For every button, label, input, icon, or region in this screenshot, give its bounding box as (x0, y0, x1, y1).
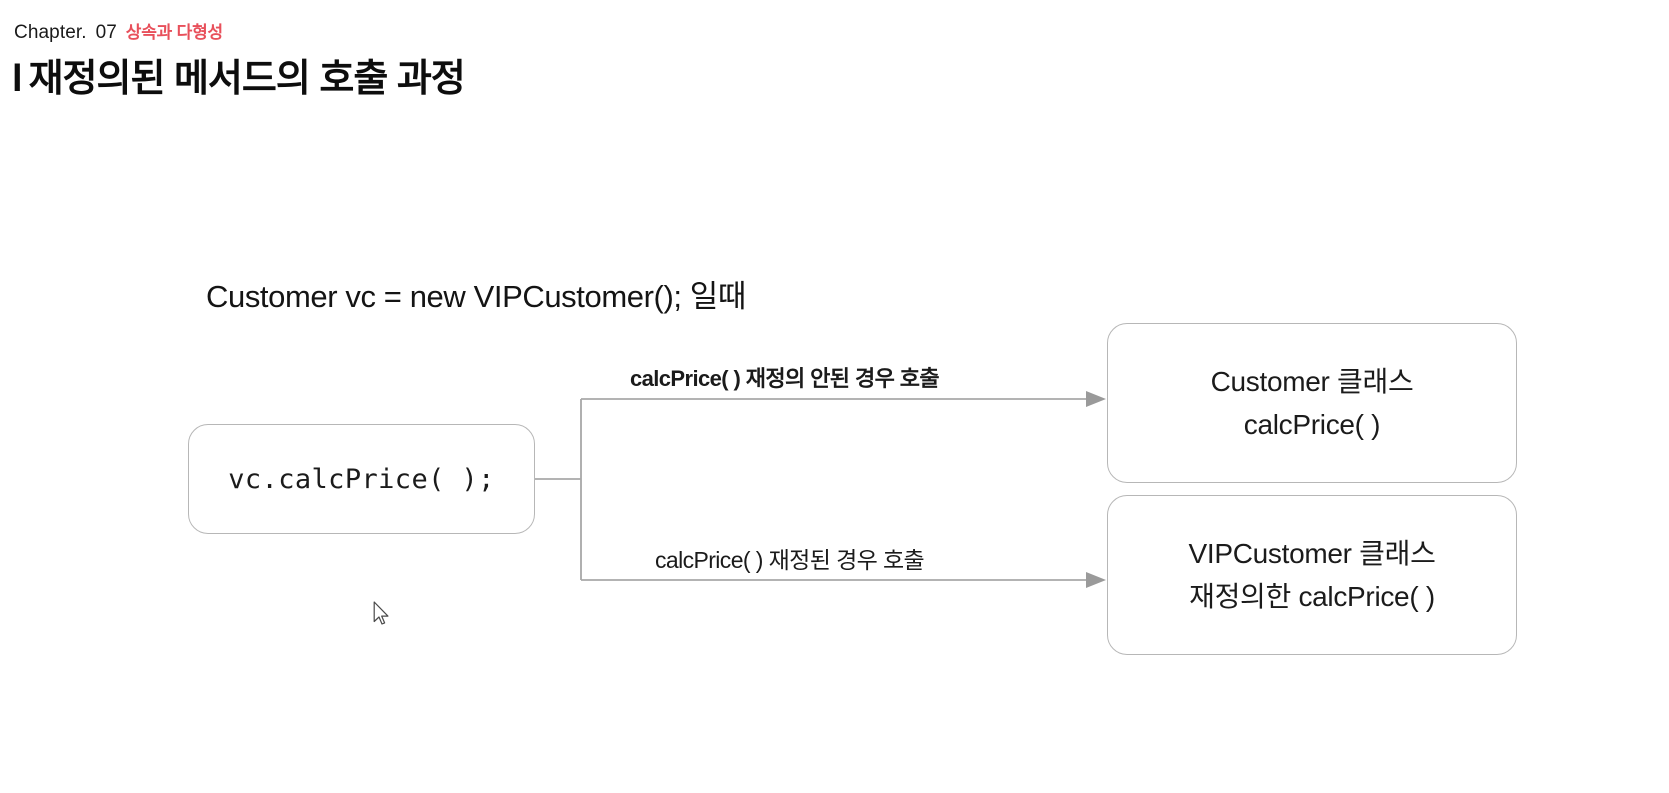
vipcustomer-class-node: VIPCustomer 클래스 재정의한 calcPrice( ) (1107, 495, 1517, 655)
call-node-text: vc.calcPrice( ); (228, 463, 495, 495)
customer-class-title: Customer 클래스 (1210, 365, 1414, 397)
arrowhead-lower (1086, 572, 1106, 588)
chapter-word: Chapter. (14, 22, 87, 43)
call-node: vc.calcPrice( ); (188, 424, 535, 534)
chapter-number: 07 (95, 22, 117, 43)
customer-class-method: calcPrice( ) (1243, 409, 1381, 440)
chapter-topic: 상속과 다형성 (125, 23, 223, 42)
customer-class-node: Customer 클래스 calcPrice( ) (1107, 323, 1517, 483)
mouse-pointer-icon (373, 601, 389, 625)
title-bar-marker: l (12, 58, 23, 100)
vipcustomer-class-title: VIPCustomer 클래스 (1188, 537, 1436, 569)
vipcustomer-class-method: 재정의한 calcPrice( ) (1189, 581, 1435, 612)
edge-label-overridden: calcPrice( ) 재정된 경우 호출 (655, 547, 925, 573)
page-title-text: 재정의된 메서드의 호출 과정 (28, 58, 466, 100)
chapter-breadcrumb: Chapter. 07 상속과 다형성 (14, 18, 223, 44)
statement-line: Customer vc = new VIPCustomer(); 일때 (206, 279, 747, 314)
edge-label-not-overridden: calcPrice( ) 재정의 안된 경우 호출 (630, 366, 940, 391)
arrowhead-upper (1086, 391, 1106, 407)
